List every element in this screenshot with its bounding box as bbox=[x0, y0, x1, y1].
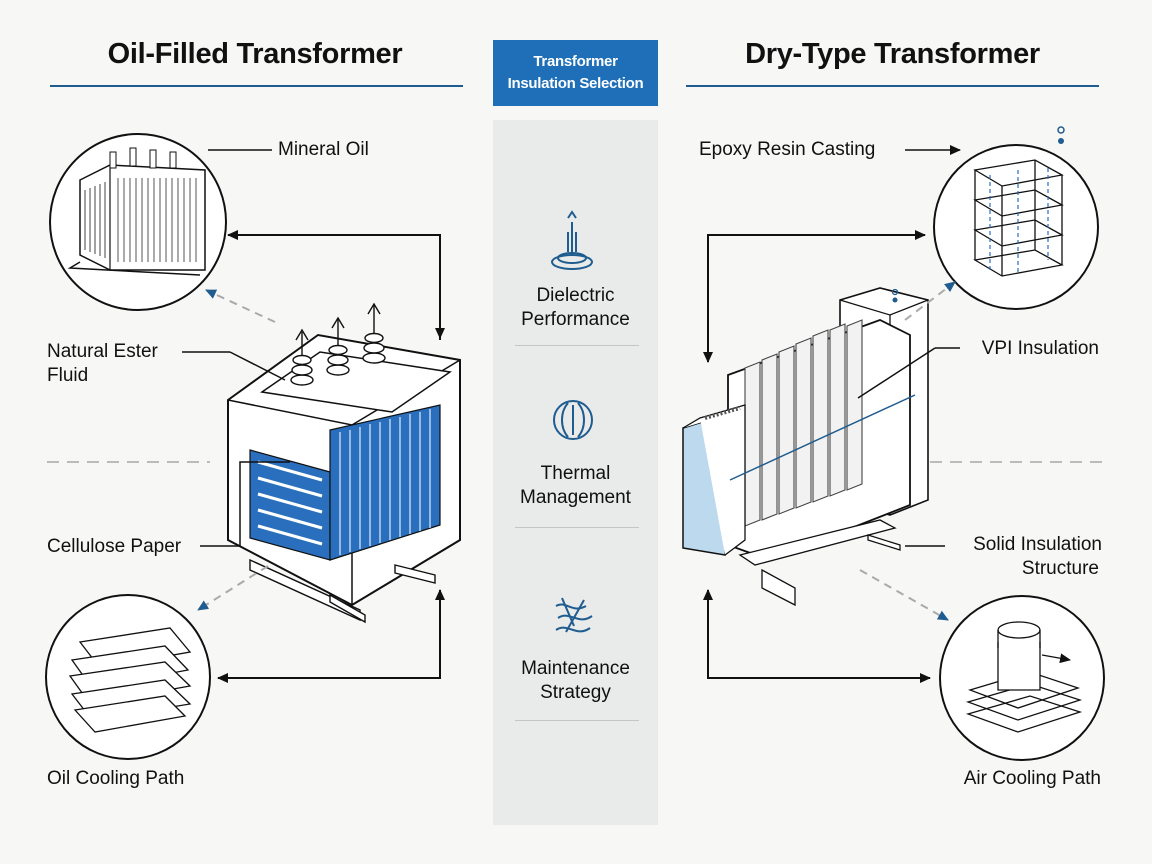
air-cooling-path-label: Air Cooling Path bbox=[963, 768, 1101, 789]
maintenance-icon bbox=[555, 597, 593, 633]
cellulose-paper-leader-bend bbox=[239, 461, 290, 546]
criteria-separator bbox=[515, 345, 639, 346]
air-cooling-arrow bbox=[707, 600, 931, 683]
selection-badge: Transformer Insulation Selection bbox=[493, 40, 658, 106]
criterion-line: Dielectric bbox=[536, 285, 615, 306]
criterion-dielectric-label: Dielectric Performance bbox=[493, 284, 658, 332]
oil-transformer-detail-circle bbox=[49, 133, 227, 311]
criterion-maintenance-label: Maintenance Strategy bbox=[493, 657, 658, 705]
epoxy-resin-label: Epoxy Resin Casting bbox=[699, 139, 876, 160]
right-title-rule bbox=[686, 85, 1099, 87]
criterion-line: Maintenance bbox=[521, 658, 630, 679]
oil-cooling-path-label: Oil Cooling Path bbox=[47, 768, 185, 789]
dry-dashed-arrow-top bbox=[904, 281, 956, 321]
dry-type-title: Dry-Type Transformer bbox=[745, 38, 1040, 70]
oil-filled-title: Oil-Filled Transformer bbox=[107, 38, 403, 70]
badge-line-2: Insulation Selection bbox=[507, 75, 644, 92]
criterion-line: Management bbox=[520, 487, 631, 508]
badge-line-1: Transformer bbox=[533, 53, 618, 70]
oil-cooling-arrow bbox=[217, 600, 441, 683]
dry-type-transformer-illustration bbox=[682, 287, 929, 607]
left-title-rule bbox=[50, 85, 463, 87]
solid-insulation-detail-circle bbox=[939, 595, 1105, 761]
thermal-icon bbox=[553, 400, 593, 440]
oil-filled-transformer-illustration bbox=[227, 302, 461, 624]
vpi-insulation-label: VPI Insulation bbox=[981, 338, 1099, 359]
dry-dashed-arrow-bottom bbox=[859, 569, 949, 621]
solid-insulation-label-line1: Solid Insulation bbox=[973, 534, 1102, 555]
natural-ester-label-line2: Fluid bbox=[47, 365, 89, 386]
natural-ester-leader-bend bbox=[229, 351, 286, 381]
oil-dashed-arrow-top bbox=[205, 289, 276, 323]
criteria-separator bbox=[515, 720, 639, 721]
criterion-line: Thermal bbox=[540, 463, 611, 484]
mineral-oil-label: Mineral Oil bbox=[278, 139, 369, 160]
vpi-insulation-leader-bend bbox=[857, 347, 936, 399]
cellulose-paper-detail-circle bbox=[45, 594, 211, 760]
solid-insulation-label-line2: Structure bbox=[1021, 558, 1099, 579]
dielectric-icon bbox=[551, 210, 593, 270]
criterion-line: Performance bbox=[521, 309, 630, 330]
criterion-line: Strategy bbox=[540, 682, 611, 703]
epoxy-resin-detail-circle bbox=[933, 126, 1099, 310]
criteria-separator bbox=[515, 527, 639, 528]
criterion-thermal-label: Thermal Management bbox=[493, 462, 658, 510]
cellulose-paper-label: Cellulose Paper bbox=[47, 536, 182, 557]
natural-ester-label-line1: Natural Ester bbox=[47, 341, 158, 362]
